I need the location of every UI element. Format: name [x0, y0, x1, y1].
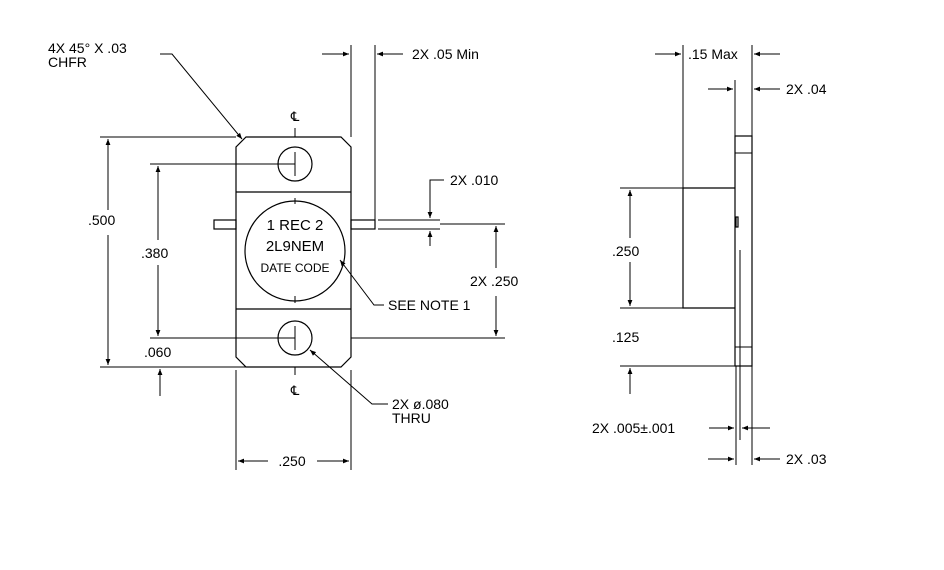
dim-flange-thickness: 2X .04 [708, 80, 827, 136]
chamfer-label: 4X 45° X .03 [48, 40, 127, 56]
dim-side-125: .125 [612, 329, 735, 394]
chamfer-callout: 4X 45° X .03 CHFR [48, 40, 243, 140]
tolerance-label: 2X .005±.001 [592, 420, 675, 436]
lead-03-label: 2X .03 [786, 451, 827, 467]
dim-height: .500 [88, 136, 246, 368]
max-thickness-label: .15 Max [688, 46, 738, 62]
flange-thickness-label: 2X .04 [786, 81, 827, 97]
marking-line-2: 2L9NEM [266, 238, 324, 255]
side-125-label: .125 [612, 329, 639, 345]
dim-side-250: .250 [612, 187, 683, 309]
hole-edge-label: .060 [144, 344, 171, 360]
dim-hole-edge: .060 [144, 344, 171, 396]
front-view: ℄ ℄ 1 REC 2 2L9NEM DATE CODE [213, 110, 376, 399]
marking-line-1: 1 REC 2 [267, 217, 324, 234]
lead-min-label: 2X .05 Min [412, 46, 479, 62]
centerline-symbol-top: ℄ [290, 110, 300, 125]
package-outline [235, 136, 352, 368]
lead-thickness-label: 2X .010 [450, 172, 498, 188]
lead-position-label: 2X .250 [470, 273, 518, 289]
flange [734, 135, 753, 367]
centerline-symbol-bottom: ℄ [290, 384, 300, 399]
note-callout: SEE NOTE 1 [339, 259, 471, 313]
dim-lead-03: 2X .03 [708, 366, 827, 467]
lead-left [213, 219, 237, 230]
hole-callout: 2X ø.080 THRU [309, 349, 449, 426]
side-view [682, 135, 753, 440]
dim-lead-min: 2X .05 Min [322, 45, 479, 220]
hole-label: 2X ø.080 [392, 396, 449, 412]
height-label: .500 [88, 212, 115, 228]
dim-lead-thickness: 2X .010 [378, 172, 498, 246]
side-250-label: .250 [612, 243, 639, 259]
note-label: SEE NOTE 1 [388, 297, 471, 313]
marking-line-3: DATE CODE [260, 261, 329, 275]
dim-lead-position: 2X .250 [351, 223, 518, 339]
hole-label-2: THRU [392, 410, 431, 426]
width-label: .250 [278, 453, 305, 469]
lead-side [735, 216, 739, 228]
cap-body [682, 188, 735, 309]
hole-spacing-label: .380 [141, 245, 168, 261]
dim-tolerance: 2X .005±.001 [592, 366, 770, 465]
lead-right [350, 219, 376, 230]
dim-width: .250 [235, 370, 352, 470]
dim-max-thickness: .15 Max [655, 45, 780, 188]
dim-hole-spacing: .380 [141, 163, 295, 339]
chamfer-label-2: CHFR [48, 54, 87, 70]
